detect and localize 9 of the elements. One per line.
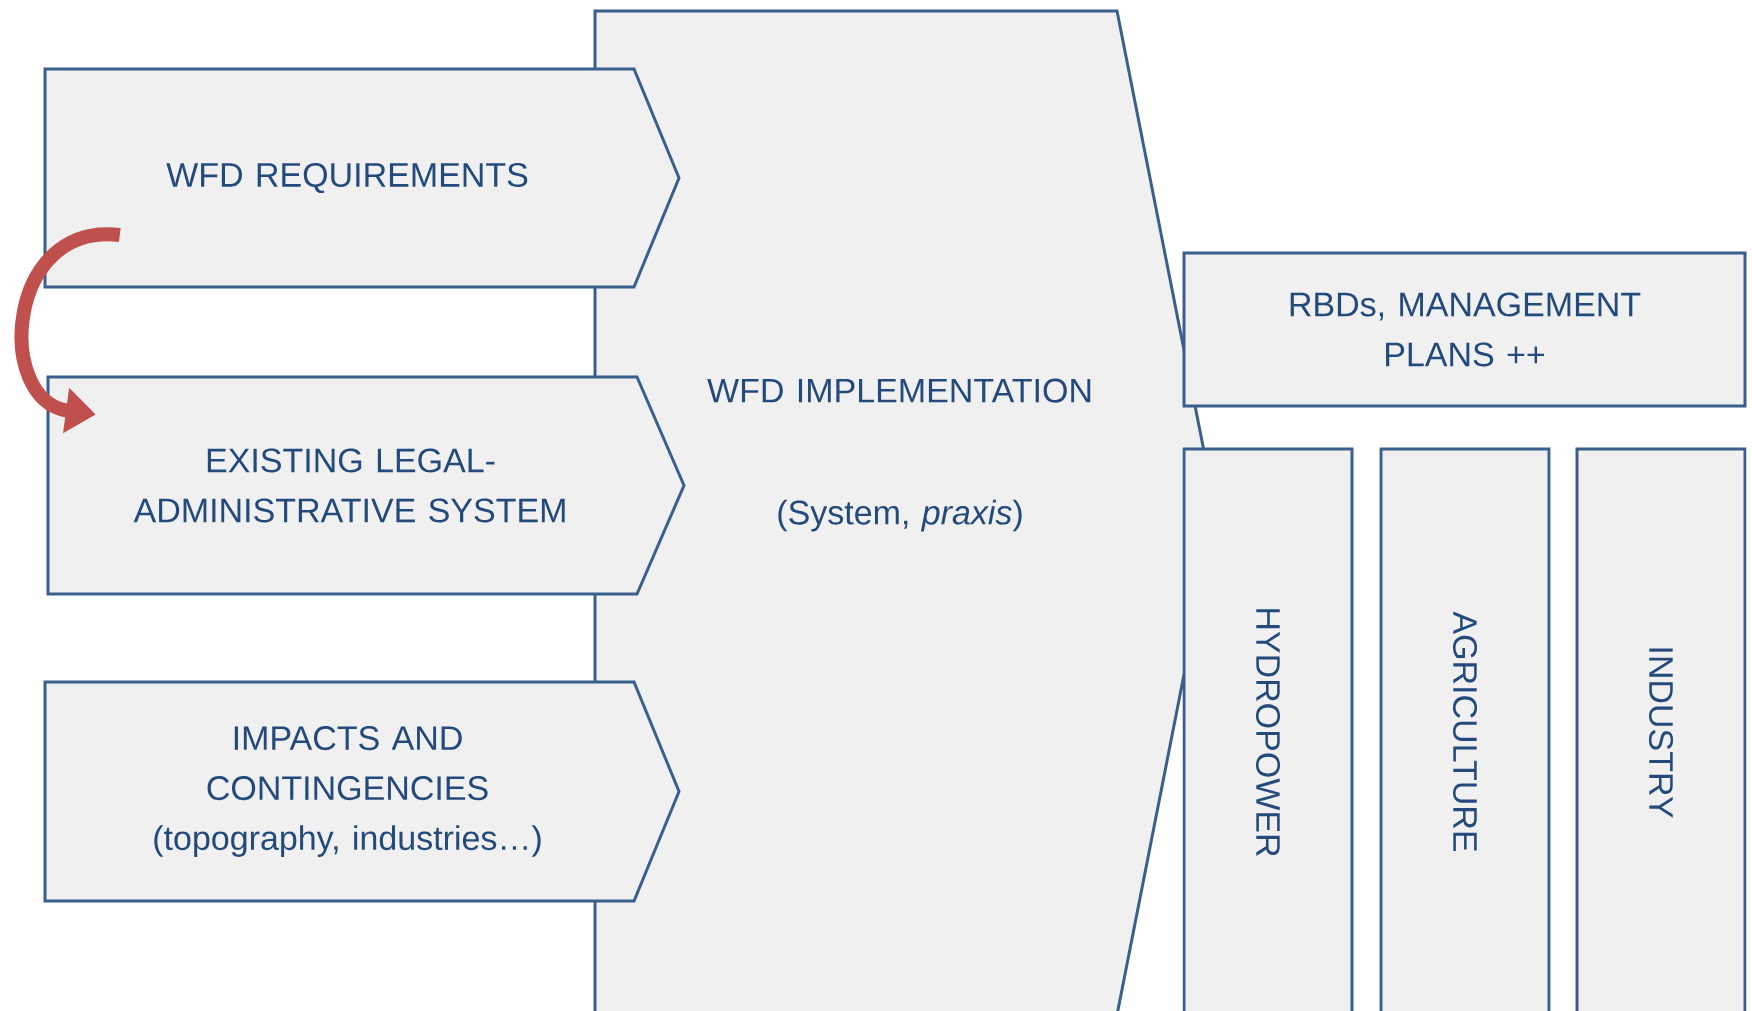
chevron-box: EXISTING LEGAL-ADMINISTRATIVE SYSTEM	[46, 375, 686, 596]
chevron-box: IMPACTS AND CONTINGENCIES (topography, industries…)	[43, 680, 681, 903]
vertical-box: INDUSTRY	[1575, 447, 1747, 1011]
node-label: (System, praxis)	[778, 499, 1022, 532]
vertical-box: HYDROPOWER	[1182, 447, 1354, 1011]
chevron-box: WFD REQUIREMENTS	[43, 67, 681, 289]
vertical-box: AGRICULTURE	[1379, 447, 1551, 1011]
process-box: RBDs, MANAGEMENT PLANS ++	[1182, 251, 1747, 408]
node-label: WFD IMPLEMENTATION	[707, 378, 1091, 403]
